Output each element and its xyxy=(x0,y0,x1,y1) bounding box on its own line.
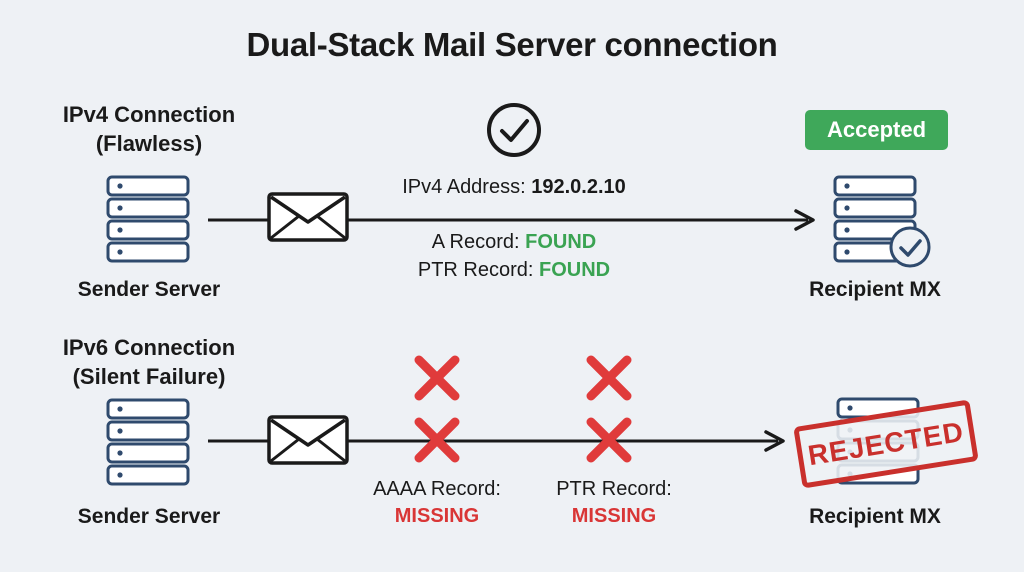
ipv6-heading: IPv6 Connection (Silent Failure) xyxy=(40,333,258,391)
diagram-title: Dual-Stack Mail Server connection xyxy=(246,26,778,63)
ipv4-ptr-record-line: PTR Record: FOUND xyxy=(334,259,694,282)
ipv4-heading: IPv4 Connection (Flawless) xyxy=(40,100,258,158)
ipv6-ptr-record-status: MISSING xyxy=(571,505,657,527)
ipv4-sender-server-icon xyxy=(106,175,190,263)
a-record-line: A Record: FOUND xyxy=(334,231,694,254)
ipv4-heading-line2: (Flawless) xyxy=(95,131,203,156)
aaaa-x-mark-icon xyxy=(419,360,455,458)
ipv4-recipient-server-icon xyxy=(833,175,931,268)
ipv6-sender-label: Sender Server xyxy=(77,505,221,528)
ipv6-sender-server-icon xyxy=(106,398,190,486)
ipv4-address-line: IPv4 Address: 192.0.2.10 xyxy=(334,176,694,199)
ipv4-ptr-record-label: PTR Record: xyxy=(417,259,540,281)
a-record-status: FOUND xyxy=(525,231,597,253)
aaaa-record-label: AAAA Record: xyxy=(373,478,501,500)
ipv4-ptr-record-status: FOUND xyxy=(539,259,611,281)
ipv4-recipient-label: Recipient MX xyxy=(809,278,941,301)
ptr-x-mark-icon xyxy=(591,360,627,458)
ipv6-envelope-icon xyxy=(267,415,349,465)
ipv6-heading-line1: IPv6 Connection xyxy=(62,335,236,360)
ipv4-heading-line1: IPv4 Connection xyxy=(62,102,236,127)
ipv6-heading-line2: (Silent Failure) xyxy=(72,364,226,389)
ipv4-address-value: 192.0.2.10 xyxy=(531,176,626,198)
aaaa-record-status: MISSING xyxy=(394,505,480,527)
accepted-badge: Accepted xyxy=(805,110,948,150)
ipv6-ptr-record-label: PTR Record: xyxy=(556,478,672,500)
a-record-label: A Record: xyxy=(431,231,526,253)
ipv4-sender-label: Sender Server xyxy=(77,278,221,301)
ipv6-recipient-label: Recipient MX xyxy=(809,505,941,528)
ipv4-address-label: IPv4 Address: xyxy=(402,176,532,198)
check-circle-icon xyxy=(487,103,541,157)
